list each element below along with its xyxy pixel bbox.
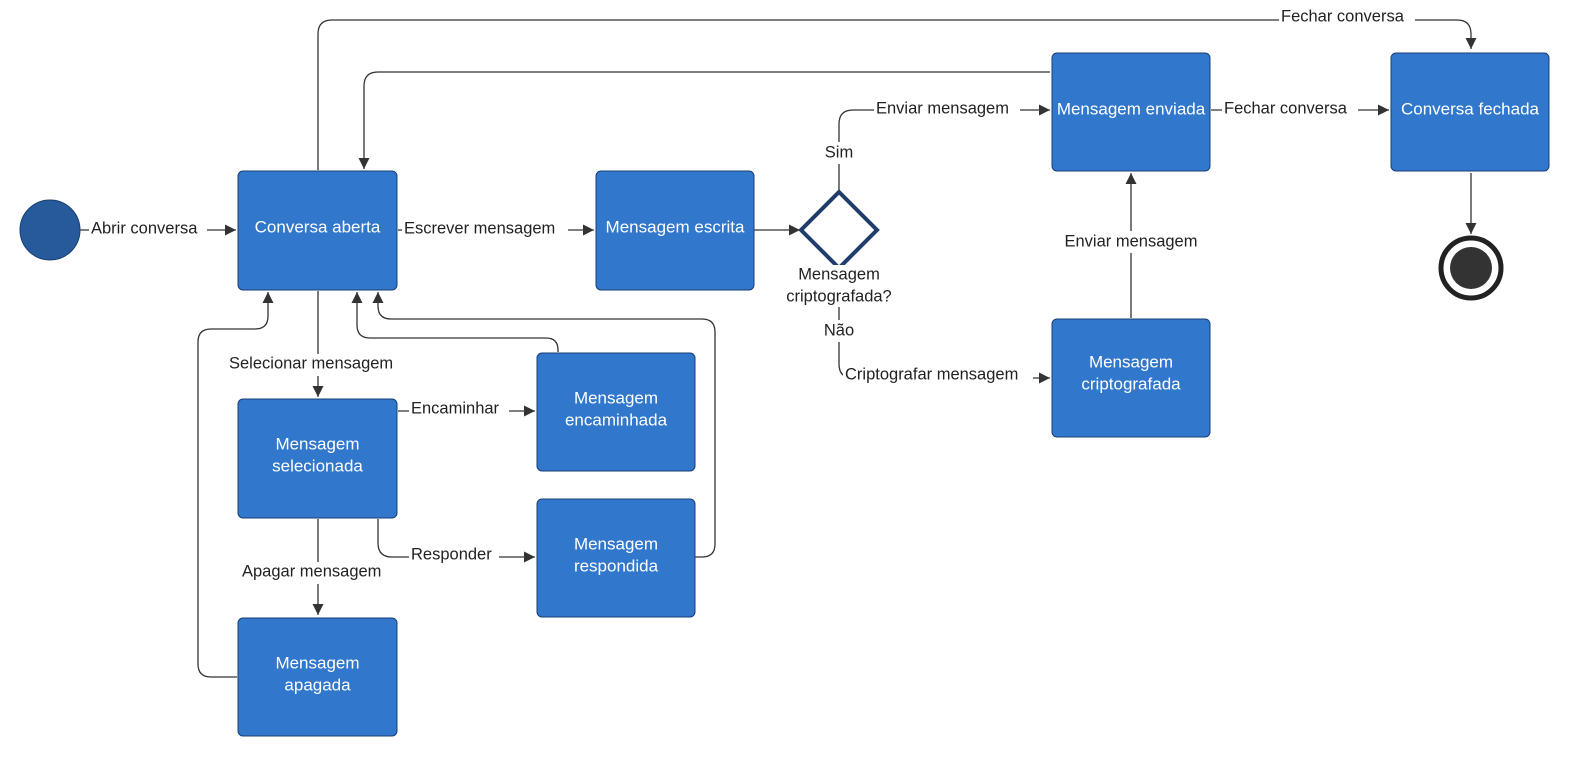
state-label-line2: criptografada (1081, 374, 1181, 393)
state-mensagem-enviada[interactable]: Mensagem enviada (1051, 52, 1211, 172)
states: Conversa aberta Mensagem escrita Mensage… (19, 52, 1550, 737)
final-node[interactable] (1438, 235, 1504, 301)
decision-question-line2: criptografada? (786, 287, 892, 305)
state-label: Conversa fechada (1401, 99, 1540, 118)
state-mensagem-respondida[interactable]: Mensagem respondida (536, 498, 696, 618)
label-responder: Responder (411, 545, 492, 563)
state-label-line2: selecionada (272, 456, 363, 475)
labels: Abrir conversa Escrever mensagem Enviar … (89, 7, 1415, 584)
state-conversa-aberta[interactable]: Conversa aberta (237, 170, 398, 291)
state-label-line1: Mensagem (1089, 352, 1173, 371)
label-criptografar-mensagem: Criptografar mensagem (845, 365, 1018, 383)
state-label-line1: Mensagem (574, 534, 658, 553)
label-escrever-mensagem: Escrever mensagem (404, 219, 555, 237)
decision-node[interactable] (798, 189, 880, 271)
state-label-line1: Mensagem (275, 653, 359, 672)
state-label-line1: Mensagem (574, 388, 658, 407)
state-label-line2: encaminhada (565, 410, 668, 429)
label-abrir-conversa: Abrir conversa (91, 219, 198, 237)
state-label: Mensagem escrita (606, 217, 745, 236)
label-apagar-mensagem: Apagar mensagem (242, 562, 381, 580)
edge-respondida-back[interactable] (372, 292, 716, 558)
state-label: Mensagem enviada (1057, 99, 1206, 118)
state-label-line2: respondida (574, 556, 659, 575)
label-nao: Não (824, 321, 854, 339)
label-fechar-conversa-top: Fechar conversa (1281, 7, 1405, 25)
edge-fechar-conversa-top[interactable] (317, 19, 1477, 170)
edge-enviar-mensagem-sim[interactable] (838, 104, 1050, 190)
state-mensagem-apagada[interactable]: Mensagem apagada (237, 617, 398, 737)
label-selecionar-mensagem: Selecionar mensagem (229, 354, 393, 372)
state-mensagem-selecionada[interactable]: Mensagem selecionada (237, 398, 398, 519)
state-conversa-fechada[interactable]: Conversa fechada (1390, 52, 1550, 172)
decision-question-line1: Mensagem (798, 265, 880, 283)
state-mensagem-encaminhada[interactable]: Mensagem encaminhada (536, 352, 696, 472)
state-label-line1: Mensagem (275, 434, 359, 453)
state-label: Conversa aberta (255, 217, 381, 236)
label-enviar-mensagem-crypt: Enviar mensagem (1065, 232, 1198, 250)
state-label-line2: apagada (284, 675, 351, 694)
edge-enviada-back-to-aberta[interactable] (358, 71, 1050, 169)
edge-encaminhada-back[interactable] (351, 292, 559, 352)
state-mensagem-criptografada[interactable]: Mensagem criptografada (1051, 318, 1211, 438)
edge-responder[interactable] (377, 519, 535, 563)
edge-apagada-back[interactable] (197, 292, 274, 678)
label-enviar-mensagem-sim: Enviar mensagem (876, 99, 1009, 117)
label-encaminhar: Encaminhar (411, 399, 500, 417)
state-mensagem-escrita[interactable]: Mensagem escrita (595, 170, 755, 291)
label-fechar-conversa-direct: Fechar conversa (1224, 99, 1348, 117)
label-sim: Sim (825, 143, 853, 161)
initial-node[interactable] (19, 199, 81, 261)
